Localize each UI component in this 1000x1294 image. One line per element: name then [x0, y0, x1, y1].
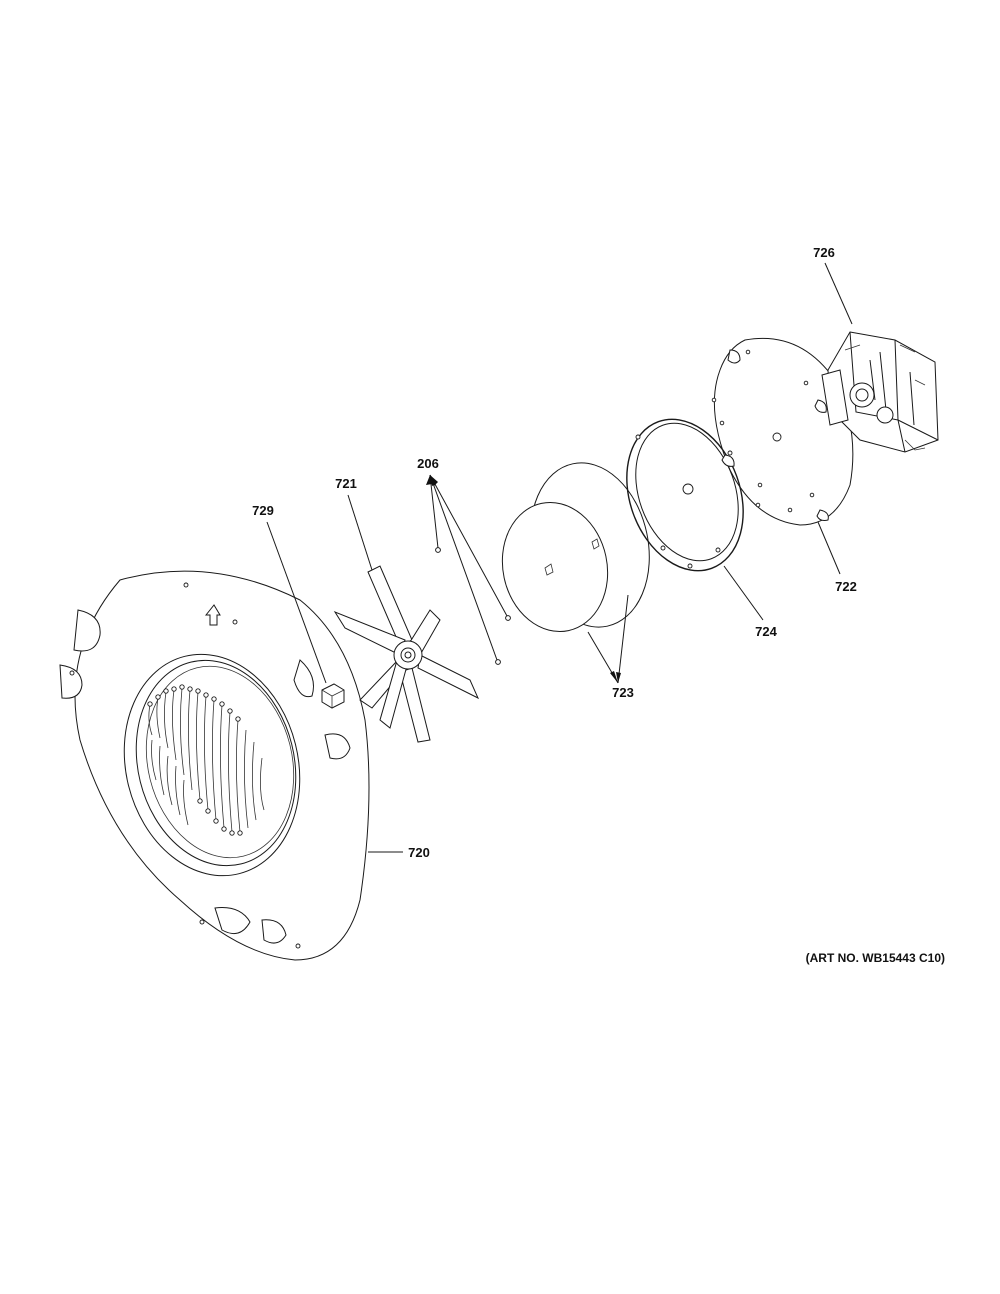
- leader-729: [266, 521, 327, 684]
- leader-206-c: [429, 474, 498, 661]
- callout-720: 720: [408, 845, 430, 860]
- screw-3[interactable]: [495, 659, 501, 665]
- part-721-fan-blade[interactable]: [333, 565, 480, 743]
- callout-729: 729: [252, 503, 274, 518]
- leader-206-b: [429, 474, 508, 617]
- screw-1[interactable]: [435, 547, 441, 553]
- part-206-screws[interactable]: [435, 547, 511, 665]
- leader-721: [347, 494, 373, 571]
- part-720-back-plate[interactable]: [59, 570, 370, 961]
- callout-206: 206: [417, 456, 439, 471]
- leader-lines: [266, 262, 853, 853]
- leader-726: [824, 262, 853, 325]
- callout-724: 724: [755, 624, 777, 639]
- leader-724: [723, 565, 764, 621]
- callout-726: 726: [813, 245, 835, 260]
- leader-206-a: [429, 474, 439, 549]
- part-722-mount-plate[interactable]: [711, 337, 854, 526]
- part-726-motor[interactable]: [821, 331, 939, 453]
- part-724-gasket[interactable]: [607, 403, 764, 587]
- callout-722: 722: [835, 579, 857, 594]
- leader-722: [817, 521, 841, 575]
- part-729-nut[interactable]: [321, 683, 345, 709]
- leader-723-b: [617, 594, 629, 684]
- screw-2[interactable]: [505, 615, 511, 621]
- callout-723: 723: [612, 685, 634, 700]
- part-723-insulation-discs[interactable]: [491, 452, 664, 642]
- grille-slot-ends: [147, 684, 243, 836]
- callout-721: 721: [335, 476, 357, 491]
- art-number: (ART NO. WB15443 C10): [806, 951, 945, 965]
- leader-arrowheads: [426, 475, 621, 683]
